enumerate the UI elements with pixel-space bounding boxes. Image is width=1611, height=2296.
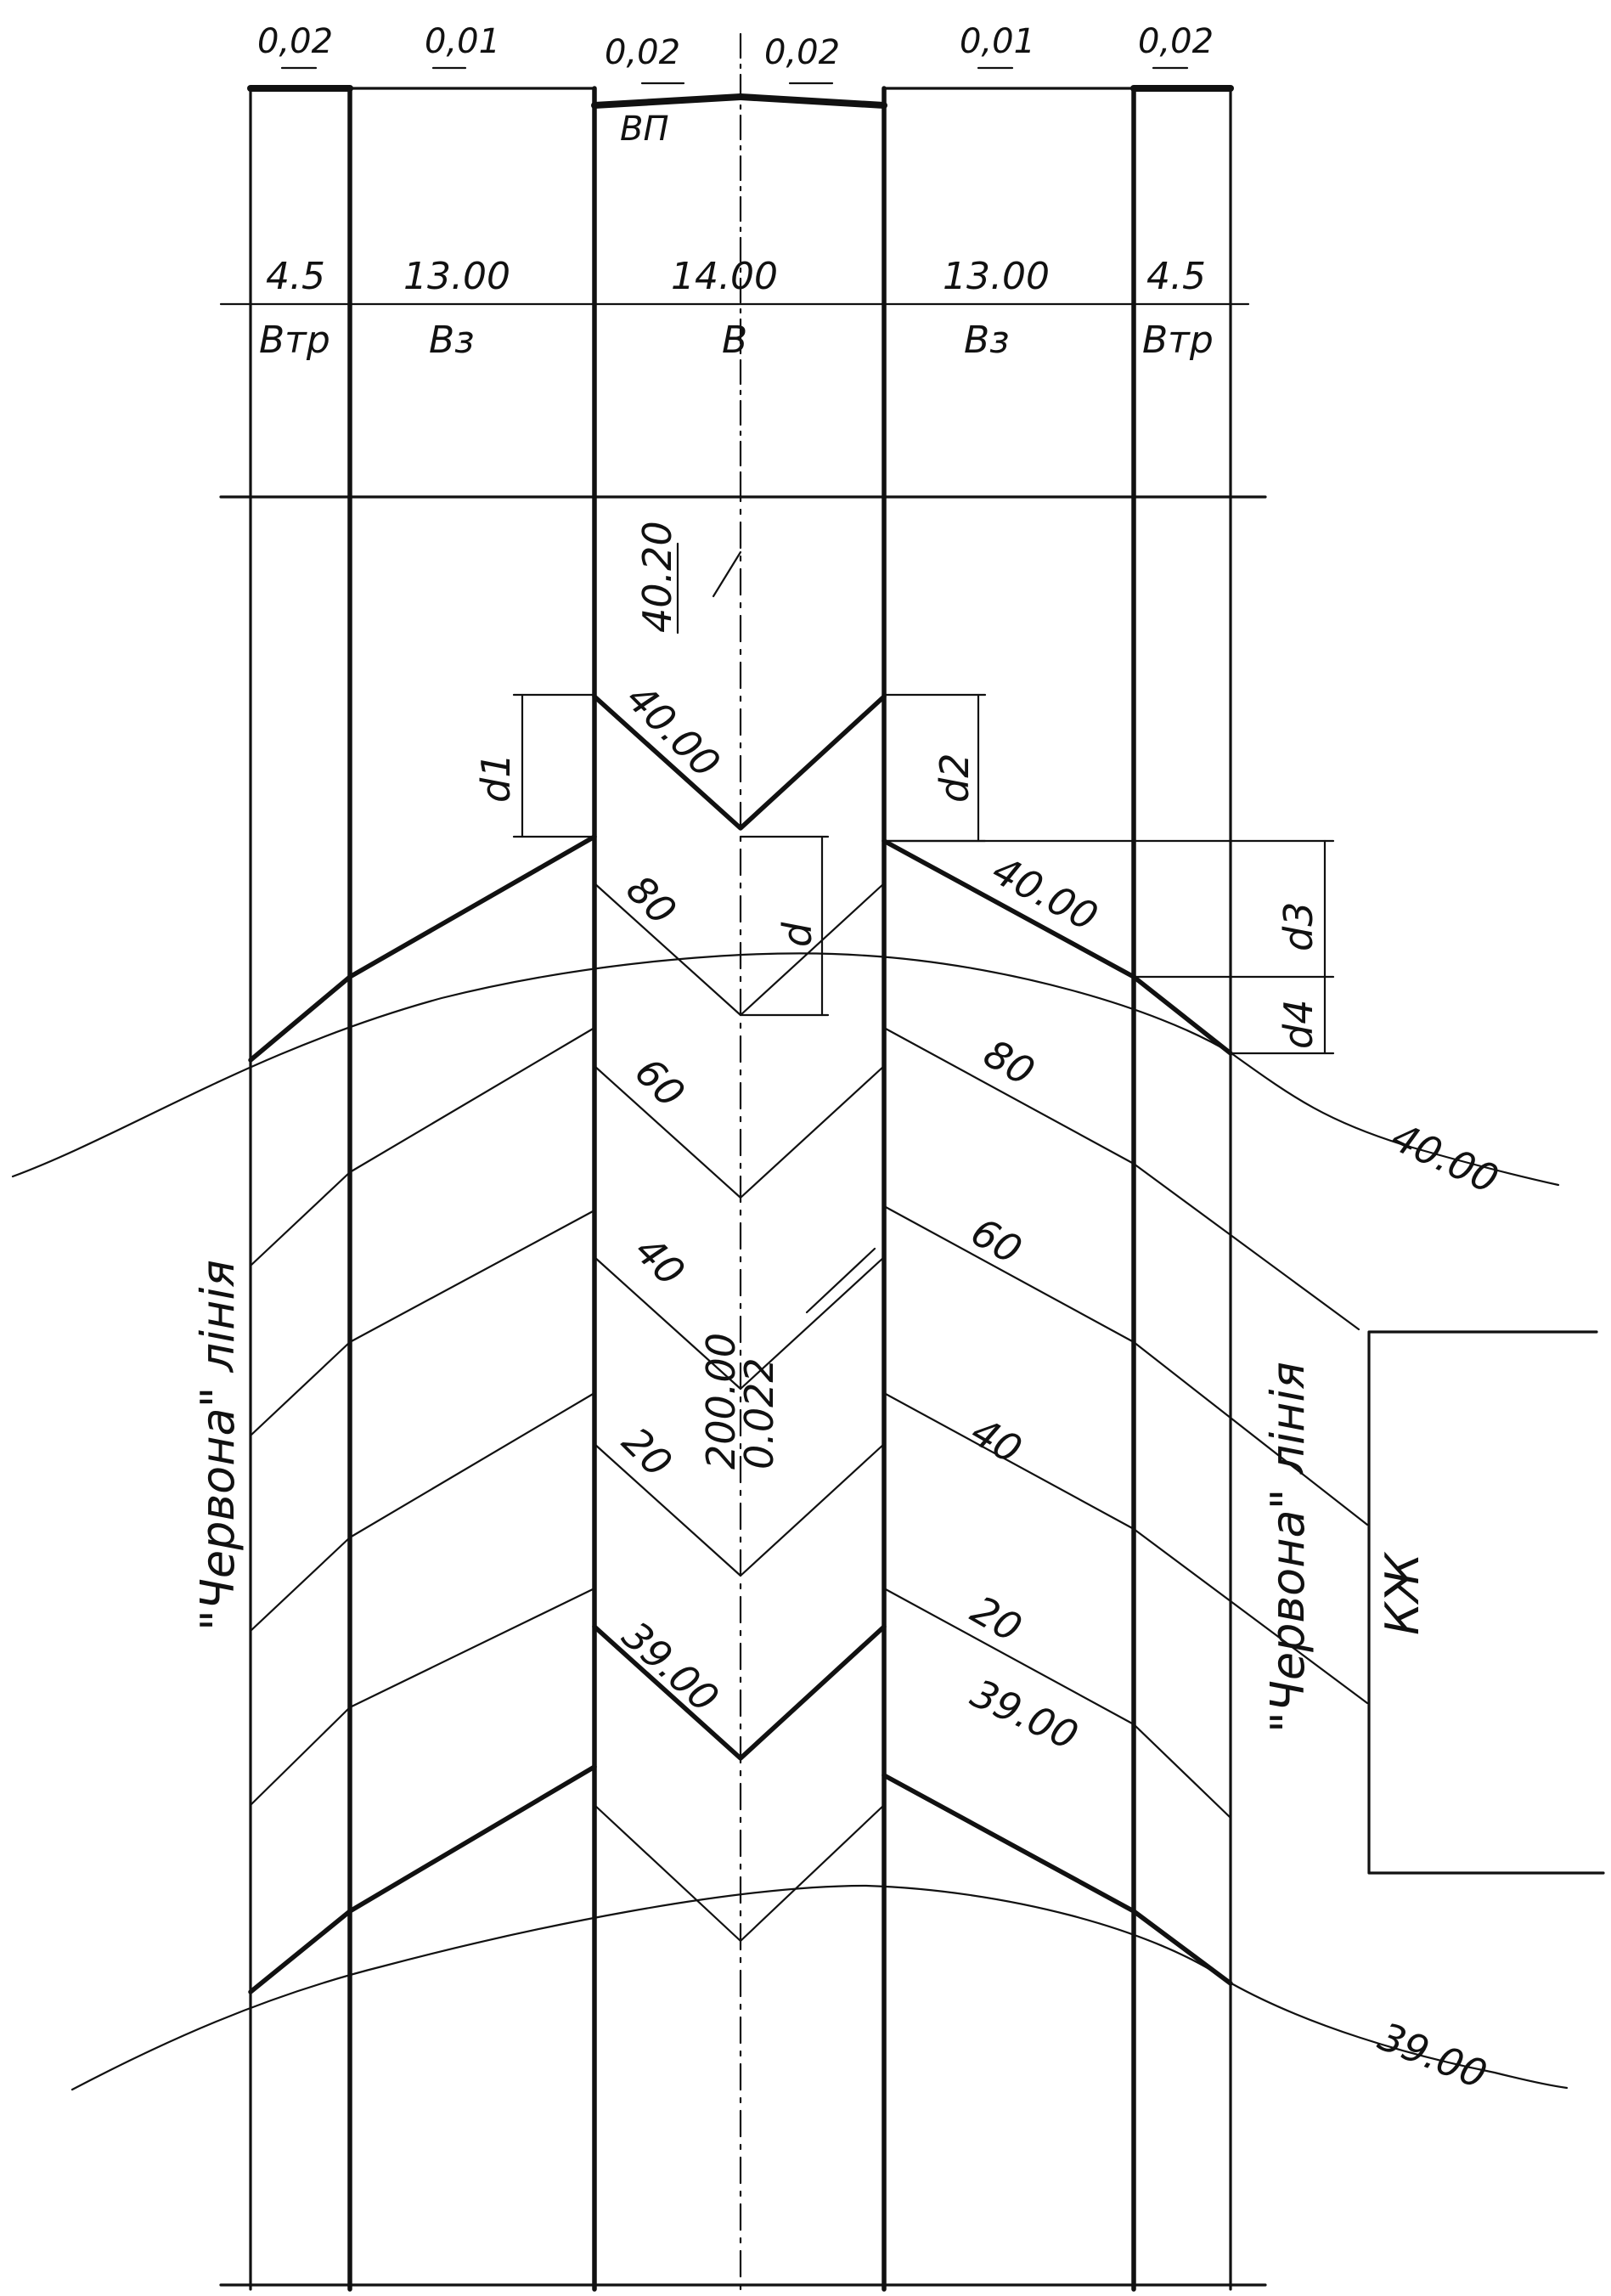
width-value: 4.5 — [266, 255, 325, 298]
elevation-leader — [712, 550, 742, 598]
red-line-right-label: "Червона" лінія — [1261, 1362, 1315, 1733]
slope-label: 0,02 — [605, 33, 680, 72]
axis-parameters: 200.00 0.022 — [698, 1333, 782, 1470]
contour-line — [805, 1247, 876, 1314]
contour-label: 80 — [977, 1030, 1043, 1095]
elevation-contour-top: 40.00 — [1384, 1114, 1505, 1203]
contour-40-00 — [248, 834, 597, 1063]
contour-line — [882, 1204, 1369, 1526]
axis-param-top: 200.00 — [698, 1333, 744, 1470]
width-symbol: В — [722, 319, 747, 362]
dim-d2: d2 — [932, 753, 977, 803]
width-value: 13.00 — [943, 255, 1050, 298]
dimension-symbols: d1 d2 d d3 d4 — [473, 753, 1321, 1049]
contour-39-00-center — [592, 1624, 887, 1761]
dim-d: d — [775, 922, 820, 947]
slope-label: 0,02 — [257, 22, 333, 61]
slope-label: 0,02 — [764, 33, 840, 72]
plan-view — [11, 86, 1605, 2295]
axis-param-bottom: 0.022 — [736, 1357, 782, 1470]
axis-label-vp: ВП — [620, 110, 669, 149]
slope-label: 0,02 — [1138, 22, 1214, 61]
contour-line — [593, 1803, 886, 1943]
contour-39-00 — [248, 1764, 597, 1994]
contour-line — [882, 1587, 1232, 1819]
contour-line — [593, 1064, 886, 1199]
contour-line — [249, 1391, 596, 1633]
contour-line — [249, 1587, 596, 1807]
width-symbol: Втр — [259, 319, 330, 362]
slope-labels: 0,02 0,01 0,02 0,02 0,01 0,02 ВП — [257, 22, 1214, 149]
elevation-axis-top: 40.20 — [634, 521, 680, 633]
contour-label: 40 — [626, 1227, 694, 1295]
elevation-labels: 40.20 40.00 40.00 40.00 39.00 39.00 39.0… — [614, 521, 1506, 2097]
slope-label: 0,01 — [960, 22, 1035, 61]
width-value: 13.00 — [403, 255, 510, 298]
width-symbol: Вз — [429, 319, 475, 362]
contour-line — [882, 1026, 1360, 1331]
width-symbol: Втр — [1142, 319, 1214, 362]
dim-d3: d3 — [1276, 902, 1321, 951]
dim-d1: d1 — [473, 753, 519, 803]
contour-line — [593, 1255, 886, 1391]
contour-line — [882, 1391, 1369, 1705]
elevation-lower-right: 39.00 — [964, 1670, 1084, 1759]
terrain-contour-39 — [70, 1884, 1569, 2091]
red-line-labels: "Червона" лінія "Червона" лінія — [191, 1260, 1315, 1733]
contour-value-labels: 80 60 40 20 80 60 40 20 — [613, 866, 1042, 1651]
elevation-lower-left: 39.00 — [614, 1612, 728, 1721]
contour-label: 60 — [626, 1049, 694, 1117]
dimension-leaders — [512, 693, 1335, 1055]
contour-40-00-right — [882, 838, 1233, 1056]
dim-d4: d4 — [1276, 1000, 1321, 1049]
contour-label: 20 — [964, 1587, 1030, 1651]
profile-carriageway-left — [591, 93, 744, 109]
contour-39-00-right — [882, 1773, 1233, 1986]
width-labels: 4.5 13.00 14.00 13.00 4.5 Втр Вз В Вз Вт… — [259, 255, 1214, 362]
terrain-contour-40 — [11, 952, 1560, 1187]
contour-label: 60 — [964, 1209, 1030, 1273]
elevation-contour-bottom: 39.00 — [1372, 2013, 1493, 2097]
building-outline — [1367, 1330, 1605, 1875]
contour-line — [249, 1209, 596, 1437]
slope-label: 0,01 — [425, 22, 500, 61]
contour-line — [249, 1026, 596, 1267]
building-label: КЖ — [1376, 1551, 1429, 1635]
profile-carriageway-right — [737, 93, 887, 109]
contour-label: 40 — [964, 1408, 1030, 1473]
contour-label: 20 — [613, 1419, 681, 1486]
contour-label: 80 — [617, 866, 685, 934]
width-value: 14.00 — [671, 255, 778, 298]
width-symbol: Вз — [964, 319, 1010, 362]
red-line-left-label: "Червона" лінія — [191, 1260, 245, 1631]
width-value: 4.5 — [1146, 255, 1206, 298]
contour-line — [593, 1442, 886, 1577]
contour-crown-40 — [592, 694, 887, 831]
